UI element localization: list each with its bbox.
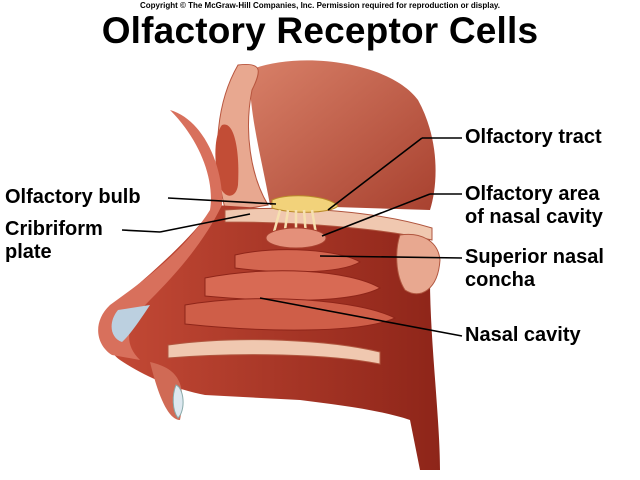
label-cribriform-plate: Cribriform plate bbox=[5, 218, 103, 264]
leader-olfactory-bulb bbox=[167, 197, 277, 205]
leader-cribriform bbox=[121, 229, 161, 233]
olfactory-bulb-shape bbox=[271, 195, 339, 213]
brain-region bbox=[249, 60, 436, 210]
label-olfactory-area: Olfactory area of nasal cavity bbox=[465, 183, 603, 229]
label-superior-concha-line1: Superior nasal bbox=[465, 246, 604, 268]
hard-palate bbox=[167, 339, 381, 365]
label-olfactory-tract: Olfactory tract bbox=[465, 126, 602, 148]
label-olfactory-bulb: Olfactory bulb bbox=[5, 186, 141, 208]
label-olfactory-area-line2: of nasal cavity bbox=[465, 206, 603, 228]
leader-superior-concha bbox=[319, 255, 463, 259]
label-nasal-cavity: Nasal cavity bbox=[465, 324, 581, 346]
nasal-tissue bbox=[105, 205, 440, 470]
olfactory-epithelium bbox=[265, 227, 327, 249]
label-cribriform-line2: plate bbox=[5, 241, 52, 263]
leader-nasal-cavity bbox=[259, 297, 463, 337]
label-cribriform-line1: Cribriform bbox=[5, 218, 103, 240]
nasal-cartilage bbox=[111, 305, 150, 342]
frontal-sinus bbox=[215, 124, 239, 196]
tooth bbox=[172, 384, 184, 419]
label-superior-concha-line2: concha bbox=[465, 269, 536, 291]
sphenoid-bone bbox=[396, 233, 441, 295]
label-olfactory-area-line1: Olfactory area bbox=[465, 183, 600, 205]
nose-skin bbox=[98, 110, 223, 360]
label-superior-concha: Superior nasal concha bbox=[465, 246, 604, 292]
page-title: Olfactory Receptor Cells bbox=[101, 10, 539, 51]
leader-lines bbox=[121, 137, 463, 337]
copyright-notice: Copyright © The McGraw-Hill Companies, I… bbox=[139, 1, 501, 10]
